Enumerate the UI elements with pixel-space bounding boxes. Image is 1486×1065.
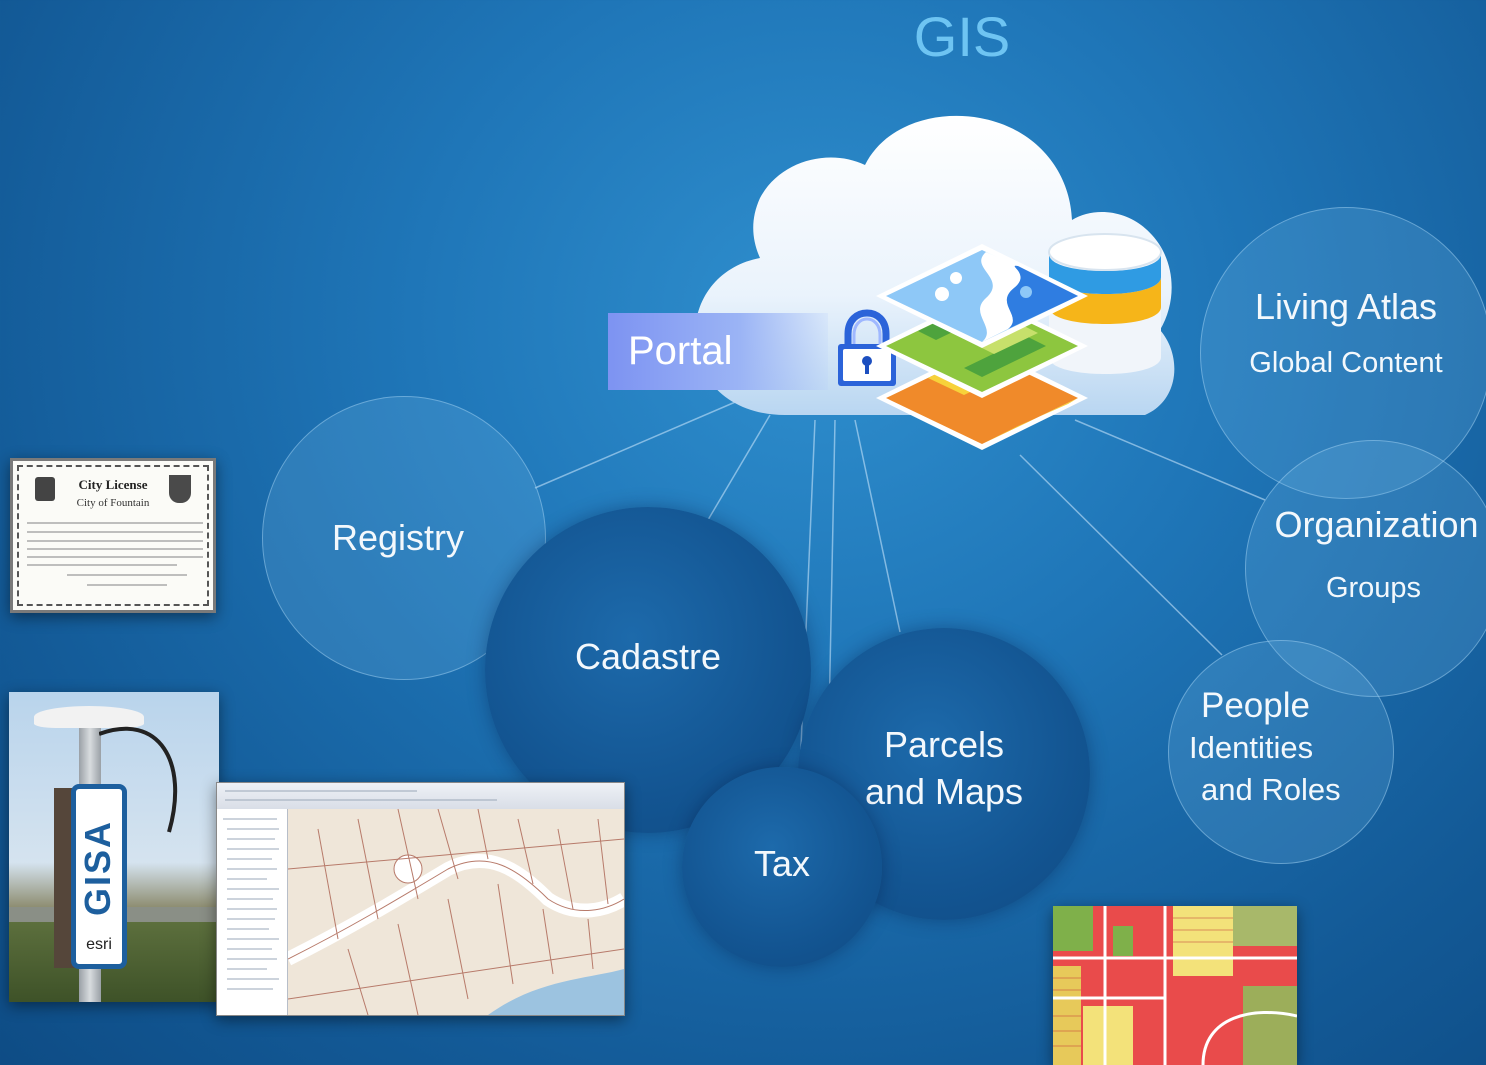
gisa-survey-sign-photo: GISA esri — [9, 692, 219, 1002]
living-atlas-bubble[interactable]: Living Atlas Global Content — [1200, 207, 1486, 499]
database-icon — [1048, 233, 1162, 374]
organization-title: Organization — [1274, 503, 1479, 545]
license-seal-right — [169, 475, 191, 503]
parcels-bubble[interactable]: Parcels and Maps — [798, 628, 1090, 920]
license-seal-left — [35, 477, 55, 501]
zoning-map-parcels — [1053, 906, 1297, 1065]
license-heading: City License — [78, 477, 148, 492]
people-line3: and Roles — [1201, 772, 1341, 807]
city-license-document: City License City of Fountain — [10, 458, 216, 613]
gisa-sign: GISA esri — [71, 784, 127, 969]
line-people — [1019, 454, 1223, 656]
parcel-map-view — [284, 808, 624, 1015]
tax-bubble[interactable]: Tax — [682, 767, 882, 967]
people-line2: Identities — [1189, 730, 1314, 766]
people-bubble[interactable]: People Identities and Roles — [1168, 640, 1394, 864]
portal-label[interactable]: Portal — [608, 313, 828, 390]
map-layers-icon — [876, 244, 1088, 450]
living-atlas-sub: Global Content — [1249, 346, 1443, 379]
license-text-lines — [27, 522, 203, 586]
living-atlas-title: Living Atlas — [1254, 286, 1438, 328]
cadastre-label: Cadastre — [574, 635, 722, 677]
page-title: GIS — [913, 5, 1011, 68]
desktop-gis-screenshot — [216, 782, 625, 1016]
antenna-cable — [99, 726, 178, 833]
gisa-brand: GISA — [77, 820, 118, 917]
esri-logo: esri — [86, 936, 112, 953]
zoning-map-image — [1053, 906, 1297, 1065]
tax-label: Tax — [753, 842, 811, 884]
registry-label: Registry — [331, 516, 465, 558]
app-toolbar — [217, 783, 624, 810]
organization-sub: Groups — [1325, 572, 1422, 605]
parcel-map-lines — [284, 808, 624, 1015]
line-cadastre — [704, 414, 771, 526]
license-subheading: City of Fountain — [76, 497, 150, 509]
line-organization — [1074, 419, 1266, 501]
lock-icon — [838, 309, 896, 386]
parcels-label: Parcels and Maps — [864, 724, 1024, 812]
people-line1: People — [1201, 686, 1310, 726]
table-of-contents-panel — [217, 809, 288, 1015]
line-parcels — [854, 419, 901, 633]
line-registry — [534, 399, 741, 489]
app-chrome-lines — [223, 790, 497, 990]
